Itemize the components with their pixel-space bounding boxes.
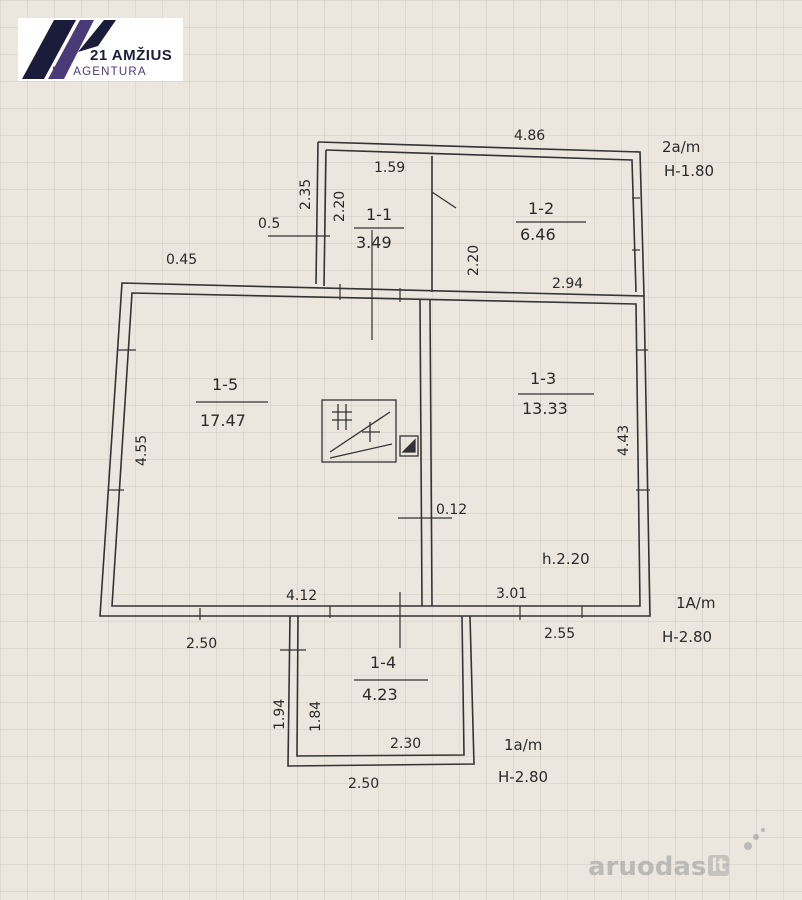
dim-corner-offset: 0.45: [166, 252, 197, 268]
porch-inner: [296, 615, 465, 757]
top-annex-inner: [325, 149, 637, 293]
dim-room11-height: 2.20: [332, 191, 348, 222]
agency-name: 21 AMŽIUS: [90, 47, 173, 64]
top-annex-left-outer: [315, 141, 319, 285]
dim-room13-top: 2.94: [552, 276, 583, 292]
dim-top-height: 2.35: [298, 179, 314, 210]
main-partition-b: [429, 299, 433, 607]
dim-top-width: 4.86: [514, 128, 545, 144]
room-1-5-id: 1-5: [212, 375, 238, 394]
main-height: H-2.80: [662, 628, 712, 646]
dim-room11-width: 1.59: [374, 160, 405, 176]
room13-height-note: h.2.20: [542, 550, 590, 568]
dim-partition: 0.12: [436, 502, 467, 518]
main-outer: [99, 282, 651, 617]
room-1-1-id: 1-1: [366, 205, 392, 224]
porch-outer: [287, 615, 475, 767]
dim-bottom-right: 3.01: [496, 586, 527, 602]
stove-icon: [321, 399, 419, 463]
agency-tagline: NT AGENTURA: [52, 66, 147, 78]
dim-bottom-left: 4.12: [286, 588, 317, 604]
porch-height: H-2.80: [498, 768, 548, 786]
ticks: [108, 191, 650, 651]
room-1-2-id: 1-2: [528, 199, 554, 218]
attic-label: 2a/m: [662, 138, 700, 156]
walls: [99, 141, 651, 767]
room-1-3-id: 1-3: [530, 369, 556, 388]
room-1-4-id: 1-4: [370, 653, 396, 672]
dim-room15-height: 4.55: [134, 435, 150, 466]
attic-height: H-1.80: [664, 162, 714, 180]
room-1-2-area: 6.46: [520, 225, 556, 244]
watermark-tld: lt: [708, 855, 730, 876]
dim-room14-inner-h: 1.84: [308, 701, 324, 732]
main-inner: [111, 292, 641, 607]
floor-notes: 2a/m H-1.80 h.2.20 1A/m H-2.80 1a/m H-2.…: [498, 138, 715, 786]
dim-room14-outer-h: 1.94: [272, 699, 288, 730]
dim-room14-outer-w: 2.50: [348, 776, 379, 792]
dim-outside-left: 2.50: [186, 636, 217, 652]
room-1-3-area: 13.33: [522, 399, 568, 418]
watermark-dots-icon: [744, 827, 766, 850]
room-1-4-area: 4.23: [362, 685, 398, 704]
main-label: 1A/m: [676, 594, 715, 612]
top-annex-left-inner: [323, 149, 327, 287]
dim-room12-height: 2.20: [466, 245, 482, 276]
top-annex-outer: [317, 141, 645, 297]
main-partition-a: [419, 299, 423, 607]
room-labels: 1-1 3.49 1-2 6.46 1-3 13.33 1-4 4.23 1-5…: [196, 199, 594, 704]
dim-room13-height: 4.43: [616, 425, 632, 456]
dim-left-offset: 0.5: [258, 216, 280, 232]
dim-room14-inner-w: 2.30: [390, 736, 421, 752]
agency-logo-mark: [22, 20, 116, 79]
room-1-1-area: 3.49: [356, 233, 392, 252]
dim-outside-right: 2.55: [544, 626, 575, 642]
room-1-5-area: 17.47: [200, 411, 246, 430]
dimension-labels: 4.86 1.59 0.5 0.45 2.94 0.12 4.12 3.01 2…: [134, 128, 632, 792]
porch-label: 1a/m: [504, 736, 542, 754]
watermark-name: aruodas: [588, 852, 707, 882]
agency-logo: 21 AMŽIUS NT AGENTURA: [18, 18, 183, 81]
